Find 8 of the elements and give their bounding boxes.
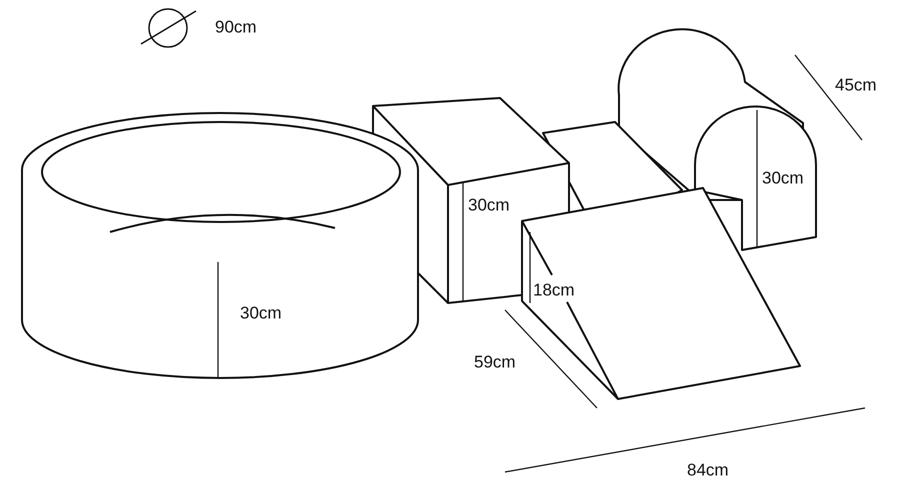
dimension-label: 30cm xyxy=(468,196,510,214)
dimension-label: 59cm xyxy=(474,354,516,370)
dimension-label: 84cm xyxy=(687,462,729,478)
dimension-label: 90cm xyxy=(215,18,257,36)
dimension-label: 45cm xyxy=(835,76,877,94)
dimension-label: 30cm xyxy=(240,304,282,322)
dimension-label: 30cm xyxy=(762,170,804,186)
dimension-label: 18cm xyxy=(533,282,575,298)
